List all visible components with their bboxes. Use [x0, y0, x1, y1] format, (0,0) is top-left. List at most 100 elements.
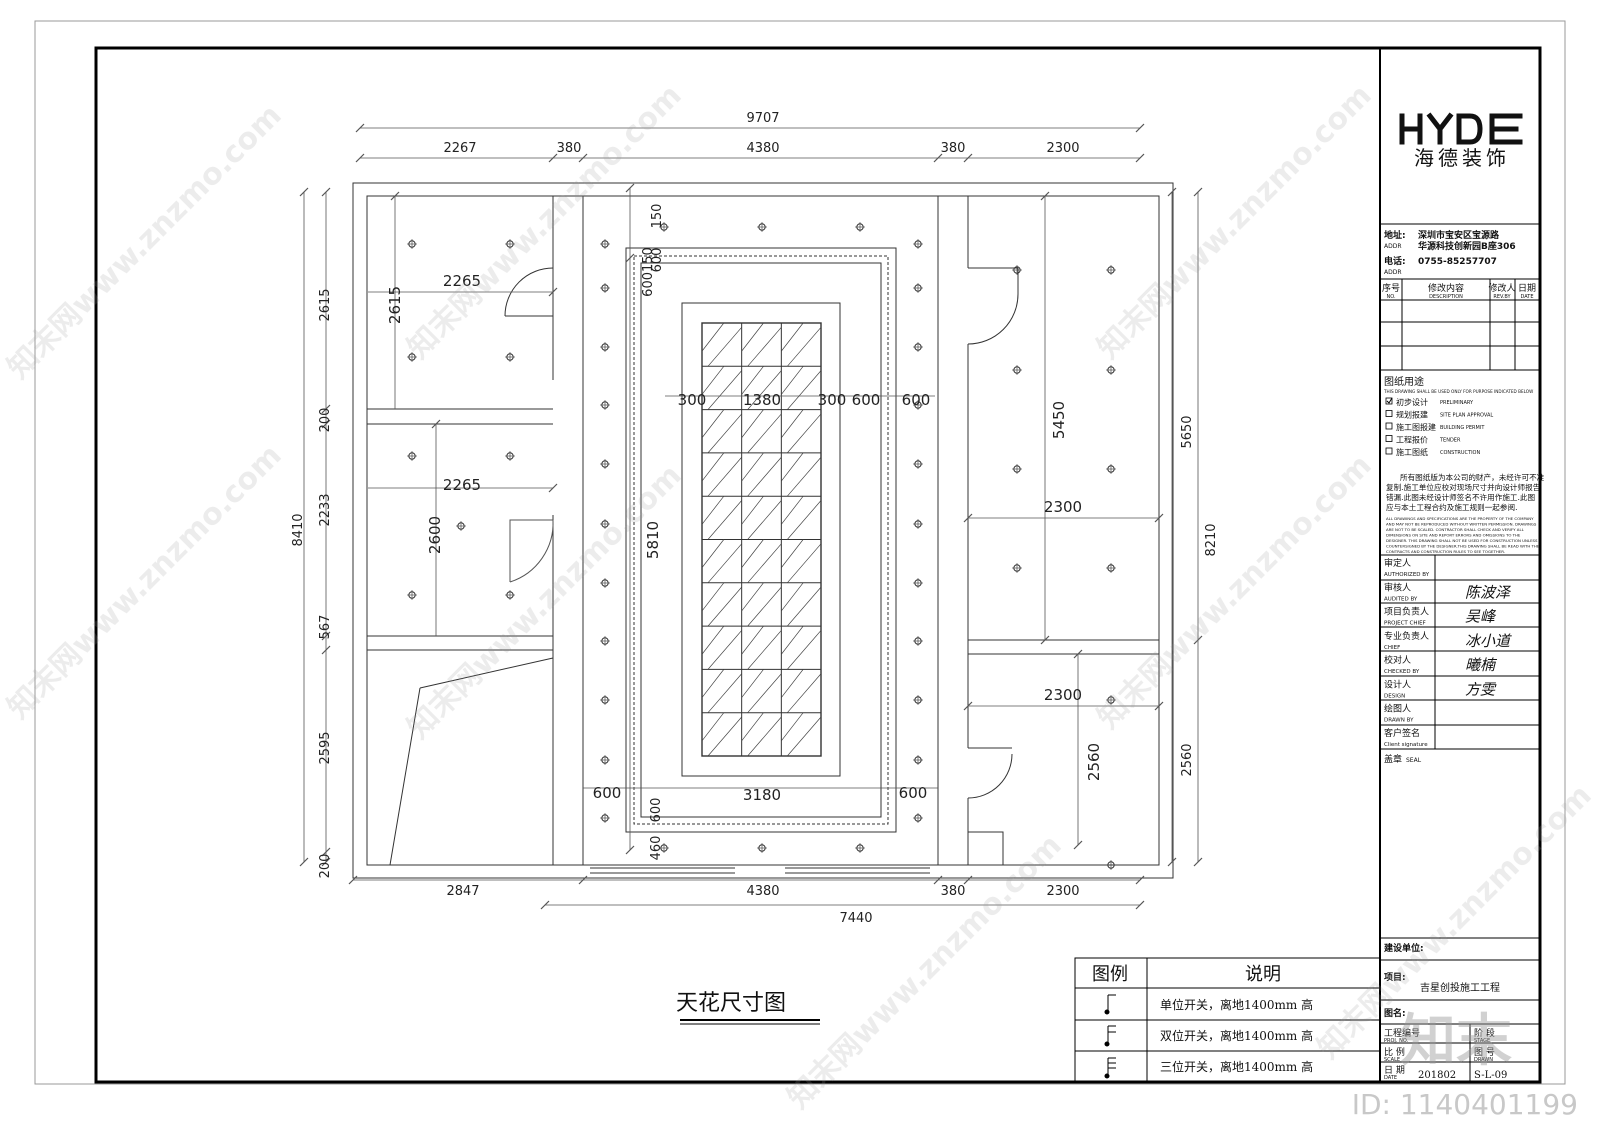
dim-center-row-3: 300 — [818, 391, 847, 409]
rev-h-date: 日期 — [1518, 283, 1536, 294]
dim-right-total: 8210 — [1204, 523, 1219, 556]
inner-wall — [366, 195, 1160, 866]
signoff-role-en: CHIEF — [1384, 645, 1400, 651]
drawing-name-label: 图名: — [1384, 1007, 1406, 1019]
addr-en: ADDR — [1384, 243, 1402, 250]
downlight-icon — [1012, 365, 1022, 375]
dimension-labels: 9707 2267 380 4380 380 2300 2847 4380 38… — [291, 111, 1219, 926]
legend-row-3: 三位开关，离地1400mm 高 — [1160, 1059, 1313, 1074]
signoff-role-cn: 客户签名 — [1384, 727, 1420, 739]
dim-left-1: 2615 — [318, 288, 333, 321]
downlight-icon — [1106, 265, 1116, 275]
downlight-icon — [1012, 563, 1022, 573]
downlight-icon — [913, 283, 923, 293]
downlight-icon — [913, 578, 923, 588]
watermark-text-3: 知末网www.znzmo.com — [1, 438, 289, 726]
drawing-border — [94, 46, 1542, 1084]
checkbox-icon — [1385, 410, 1393, 417]
dim-center-bot-1: 600 — [649, 798, 664, 823]
dim-left-6: 200 — [318, 854, 333, 879]
dim-center-h: 5810 — [644, 521, 662, 559]
downlight-icon — [913, 459, 923, 469]
usage-item-cn: 规划报建 — [1396, 410, 1428, 420]
usage-subtitle: THIS DRAWING SHALL BE USED ONLY FOR PURP… — [1383, 389, 1533, 394]
dim-center-w: 3180 — [743, 786, 781, 804]
dim-left-2: 200 — [318, 408, 333, 433]
rev-en-desc: DESCRIPTION — [1429, 294, 1463, 300]
usage-item-cn: 施工图报建 — [1396, 422, 1436, 432]
seal-label: 盖章 — [1384, 753, 1402, 765]
usage-note: 所有图纸版为本公司的财产，未经许可不准复制.施工单位应校对现场尺寸并向设计师报告… — [1386, 472, 1545, 554]
downlight-icon — [1012, 265, 1022, 275]
dim-right-room-h: 5450 — [1050, 401, 1068, 439]
watermark-text-7: 知末网www.znzmo.com — [781, 828, 1069, 1116]
dim-left-total: 8410 — [291, 513, 306, 546]
title-block — [1380, 223, 1540, 1082]
legend-table — [1074, 957, 1381, 1083]
downlight-icon — [600, 578, 610, 588]
date-label: 日 期 — [1384, 1065, 1405, 1076]
dim-bottom-1: 2847 — [446, 884, 479, 899]
watermark-big-logo: 知末 — [1400, 1009, 1512, 1074]
downlight-icon — [913, 342, 923, 352]
proj-no-label: 工程编号 — [1384, 1027, 1420, 1039]
downlight-icon — [600, 459, 610, 469]
watermark-id: ID: 1140401199 — [1352, 1088, 1578, 1121]
downlight-icon — [913, 239, 923, 249]
usage-item: 规划报建 SITE PLAN APPROVAL — [1385, 410, 1493, 420]
signoff-role-en: AUTHORIZED BY — [1384, 572, 1430, 578]
tel-label: 电话: — [1384, 255, 1406, 267]
dim-room-b-w: 2265 — [443, 476, 481, 494]
downlight-icon — [407, 451, 417, 461]
watermark-text-6: 知末网www.znzmo.com — [1091, 448, 1379, 736]
stage-label: 阶 段 — [1474, 1027, 1495, 1039]
dim-center-top2: 600 — [650, 248, 665, 273]
signoff-role-cn: 审核人 — [1384, 581, 1411, 593]
dim-center-row-1: 300 — [678, 391, 707, 409]
downlight-icon — [600, 400, 610, 410]
dim-center-top: 150 — [650, 204, 665, 229]
addr-line-1: 深圳市宝安区宝源路 — [1418, 229, 1500, 241]
addr-label: 地址: — [1384, 229, 1406, 241]
legend-col-symbol: 图例 — [1092, 964, 1128, 985]
downlight-icon — [600, 636, 610, 646]
rev-en-no: NO. — [1386, 294, 1395, 300]
watermark-text-2: 知末网www.znzmo.com — [401, 78, 689, 366]
downlight-icon — [913, 813, 923, 823]
usage-title: 图纸用途 — [1384, 375, 1424, 388]
signature: 陈波泽 — [1465, 583, 1511, 601]
dim-right-room2-w: 2300 — [1044, 686, 1082, 704]
dim-bottom-3: 380 — [941, 884, 966, 899]
usage-item-en: SITE PLAN APPROVAL — [1440, 413, 1493, 419]
signature: 方雯 — [1465, 680, 1497, 698]
usage-note-cn: 错漏.此图未经设计师签名不许用作施工.此图 — [1386, 492, 1535, 502]
double-switch-icon — [1104, 1025, 1116, 1047]
tel-number: 0755-85257707 — [1418, 257, 1497, 267]
paper-edge — [34, 20, 1566, 1085]
signoff-role-en: AUDITED BY — [1384, 596, 1418, 602]
dim-top-2: 380 — [557, 141, 582, 156]
stage-en: STAGE — [1474, 1038, 1490, 1044]
checkbox-icon — [1385, 447, 1393, 455]
skylight-grid — [701, 322, 822, 757]
downlights — [407, 222, 1116, 870]
rev-h-no: 序号 — [1382, 282, 1400, 294]
usage-note-cn: 所有图纸版为本公司的财产，未经许可不准 — [1400, 472, 1545, 482]
dim-right-room2-h: 2560 — [1085, 743, 1103, 781]
downlight-icon — [600, 755, 610, 765]
downlight-icon — [600, 519, 610, 529]
ceiling-frame-inner — [681, 302, 841, 777]
usage-note-en: ARE NOT TO BE SCALED. CONTRACTOR SHALL C… — [1386, 527, 1525, 532]
downlight-icon — [913, 755, 923, 765]
watermark: 知末网www.znzmo.com 知末网www.znzmo.com 知末网www… — [1, 78, 1599, 1121]
signoff-role-cn: 校对人 — [1384, 654, 1411, 666]
checkbox-icon — [1385, 397, 1393, 405]
usage-item-en: CONSTRUCTION — [1440, 450, 1480, 456]
signoff-role-en: DESIGN — [1384, 693, 1405, 699]
